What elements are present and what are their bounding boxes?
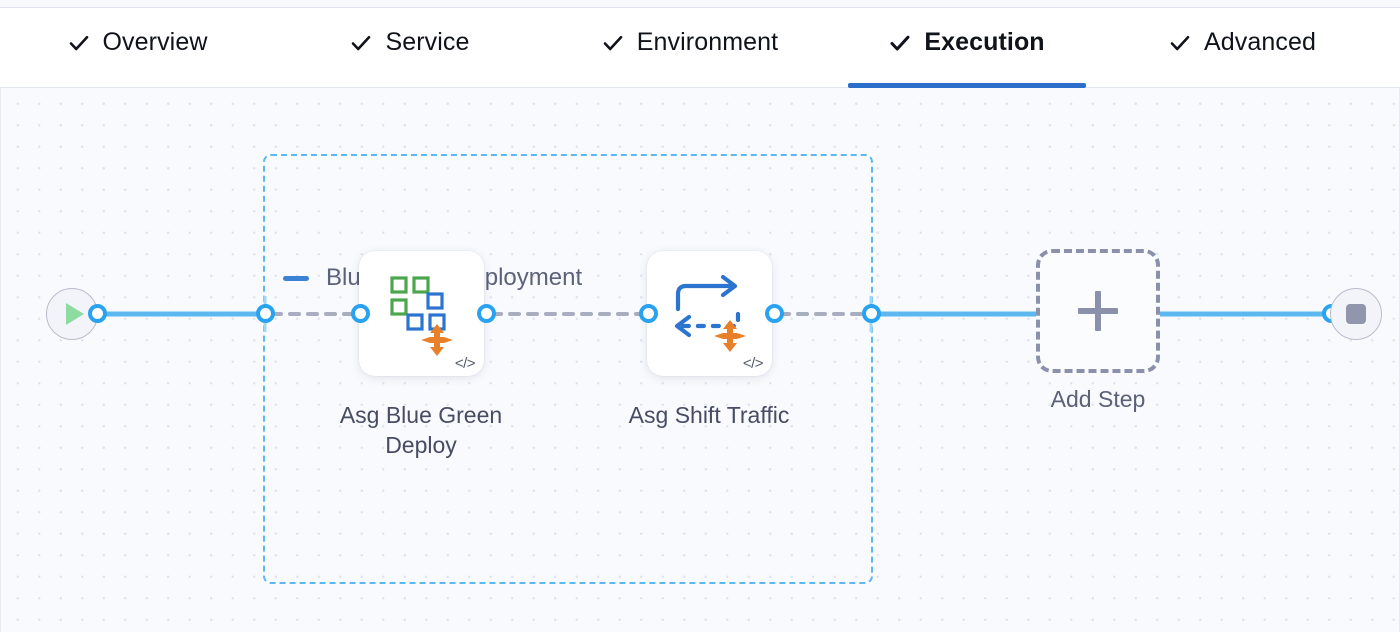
stage-input-port[interactable] [256, 304, 275, 323]
top-strip [0, 0, 1400, 8]
asg-shift-traffic-icon [647, 251, 772, 376]
pipeline-tab-bar: Overview Service Environment Execution [0, 9, 1400, 88]
execution-canvas[interactable]: Blue Green Deployment [0, 88, 1400, 632]
asg-blue-green-deploy-icon [359, 251, 484, 376]
canvas-left-edge [0, 88, 1, 632]
tab-environment[interactable]: Environment [555, 9, 825, 88]
tab-execution[interactable]: Execution [848, 9, 1086, 88]
play-icon [65, 303, 84, 325]
add-step-button[interactable] [1036, 249, 1160, 373]
start-node-output-port[interactable] [88, 304, 107, 323]
check-icon [68, 32, 90, 54]
step-node-asg-shift-traffic[interactable]: </> [647, 251, 772, 376]
tab-active-underline [848, 83, 1086, 88]
step-output-port-asg-shift-traffic[interactable] [765, 304, 784, 323]
step-input-port-asg-blue-green-deploy[interactable] [351, 304, 370, 323]
end-node[interactable] [1330, 288, 1382, 340]
code-badge-icon: </> [454, 355, 476, 372]
step-node-asg-blue-green-deploy[interactable]: </> [359, 251, 484, 376]
plus-icon-vertical [1095, 291, 1101, 331]
stage-output-port[interactable] [862, 304, 881, 323]
stage-group-blue-green-deployment[interactable] [263, 154, 873, 584]
tab-advanced[interactable]: Advanced [1130, 9, 1355, 88]
tab-overview[interactable]: Overview [20, 9, 255, 88]
tab-label: Environment [636, 28, 779, 56]
tab-label: Advanced [1204, 28, 1316, 56]
tab-label: Service [385, 28, 470, 56]
tab-service[interactable]: Service [310, 9, 510, 88]
tab-label: Execution [924, 28, 1045, 56]
start-node[interactable] [46, 288, 98, 340]
check-icon [889, 32, 911, 54]
code-badge-icon: </> [742, 355, 764, 372]
step-input-port-asg-shift-traffic[interactable] [639, 304, 658, 323]
step-label-asg-blue-green-deploy: Asg Blue Green Deploy [339, 402, 503, 459]
tab-label: Overview [102, 28, 208, 56]
step-label-asg-shift-traffic: Asg Shift Traffic [628, 402, 790, 428]
minus-icon[interactable] [283, 275, 309, 281]
check-icon [1169, 32, 1191, 54]
add-step-label: Add Step [1050, 386, 1146, 412]
stop-icon [1346, 304, 1366, 324]
check-icon [602, 32, 624, 54]
step-output-port-asg-blue-green-deploy[interactable] [477, 304, 496, 323]
check-icon [350, 32, 372, 54]
